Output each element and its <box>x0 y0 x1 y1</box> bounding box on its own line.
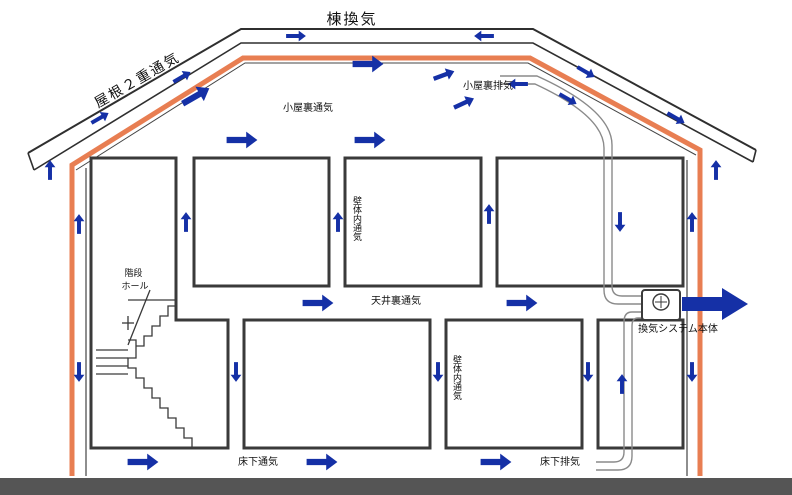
flow-arrow-icon <box>474 30 494 42</box>
insulation-roof <box>69 55 703 476</box>
ceiling-vent-label: 天井裏通気 <box>371 294 421 307</box>
flow-arrow-icon <box>558 92 577 106</box>
flow-arrow-icon <box>286 30 306 42</box>
flow-arrow-icon <box>44 160 56 180</box>
flow-arrow-icon <box>352 55 384 73</box>
roof-outer-board <box>27 28 757 154</box>
flow-arrow-icon <box>582 362 594 382</box>
flow-arrow-icon <box>230 362 242 382</box>
flow-arrow-icon <box>306 453 338 471</box>
flow-arrow-icon <box>127 453 159 471</box>
flow-arrow-icon <box>432 68 455 81</box>
room-lower-1 <box>242 318 432 450</box>
room-upper-1 <box>192 156 331 288</box>
exhaust-outlet-arrow-icon <box>682 288 748 320</box>
stair-hall-label: 階段 ホール <box>121 267 148 292</box>
attic-exhaust-label: 小屋裏排気 <box>463 79 513 92</box>
room-upper-3 <box>495 156 685 288</box>
flow-arrow-icon <box>686 362 698 382</box>
flow-arrow-icon <box>226 131 258 149</box>
flow-arrow-icon <box>483 204 495 224</box>
roof-inner-line <box>75 62 697 171</box>
underfloor-vent-label: 床下通気 <box>238 455 278 468</box>
flow-arrow-icon <box>354 131 386 149</box>
flow-arrow-icon <box>73 214 85 234</box>
flow-arrow-icon <box>332 212 344 232</box>
staircase <box>96 289 193 448</box>
flow-arrow-icon <box>302 294 334 312</box>
flow-arrow-icon <box>172 70 191 84</box>
underfloor-exhaust-duct <box>596 311 645 471</box>
flow-arrow-icon <box>508 78 528 90</box>
ventilation-unit <box>641 289 681 321</box>
flow-arrow-icon <box>614 212 626 232</box>
ground <box>0 478 792 495</box>
wall-vent-lower-label: 壁体内通気 <box>451 354 462 401</box>
attic-vent-label: 小屋裏通気 <box>283 101 333 114</box>
flow-arrow-icon <box>432 362 444 382</box>
flow-arrow-icon <box>576 65 595 79</box>
attic-exhaust-duct <box>500 75 642 305</box>
room-upper-2 <box>343 156 483 288</box>
flow-arrow-icon <box>710 160 722 180</box>
fan-icon <box>652 293 670 311</box>
flow-arrow-icon <box>616 374 628 394</box>
stair-hall-block <box>89 156 230 450</box>
flow-arrow-icon <box>480 453 512 471</box>
wall-vent-upper-label: 壁体内通気 <box>351 195 362 242</box>
flow-arrow-icon <box>73 362 85 382</box>
flow-arrow-icon <box>666 111 685 125</box>
underfloor-exhaust-label: 床下排気 <box>540 455 580 468</box>
flow-arrow-icon <box>453 96 474 110</box>
flow-arrow-icon <box>181 86 210 107</box>
room-lower-3 <box>596 318 685 450</box>
flow-arrow-icon <box>686 212 698 232</box>
flow-arrow-icon <box>180 212 192 232</box>
flow-arrow-icon <box>506 294 538 312</box>
flow-arrow-icon <box>90 111 109 125</box>
ridge-vent-label: 棟換気 <box>326 10 377 28</box>
room-lower-2 <box>444 318 584 450</box>
roof-outer-board-inner-line <box>33 42 754 171</box>
ventilation-unit-label: 換気システム本体 <box>638 322 718 335</box>
